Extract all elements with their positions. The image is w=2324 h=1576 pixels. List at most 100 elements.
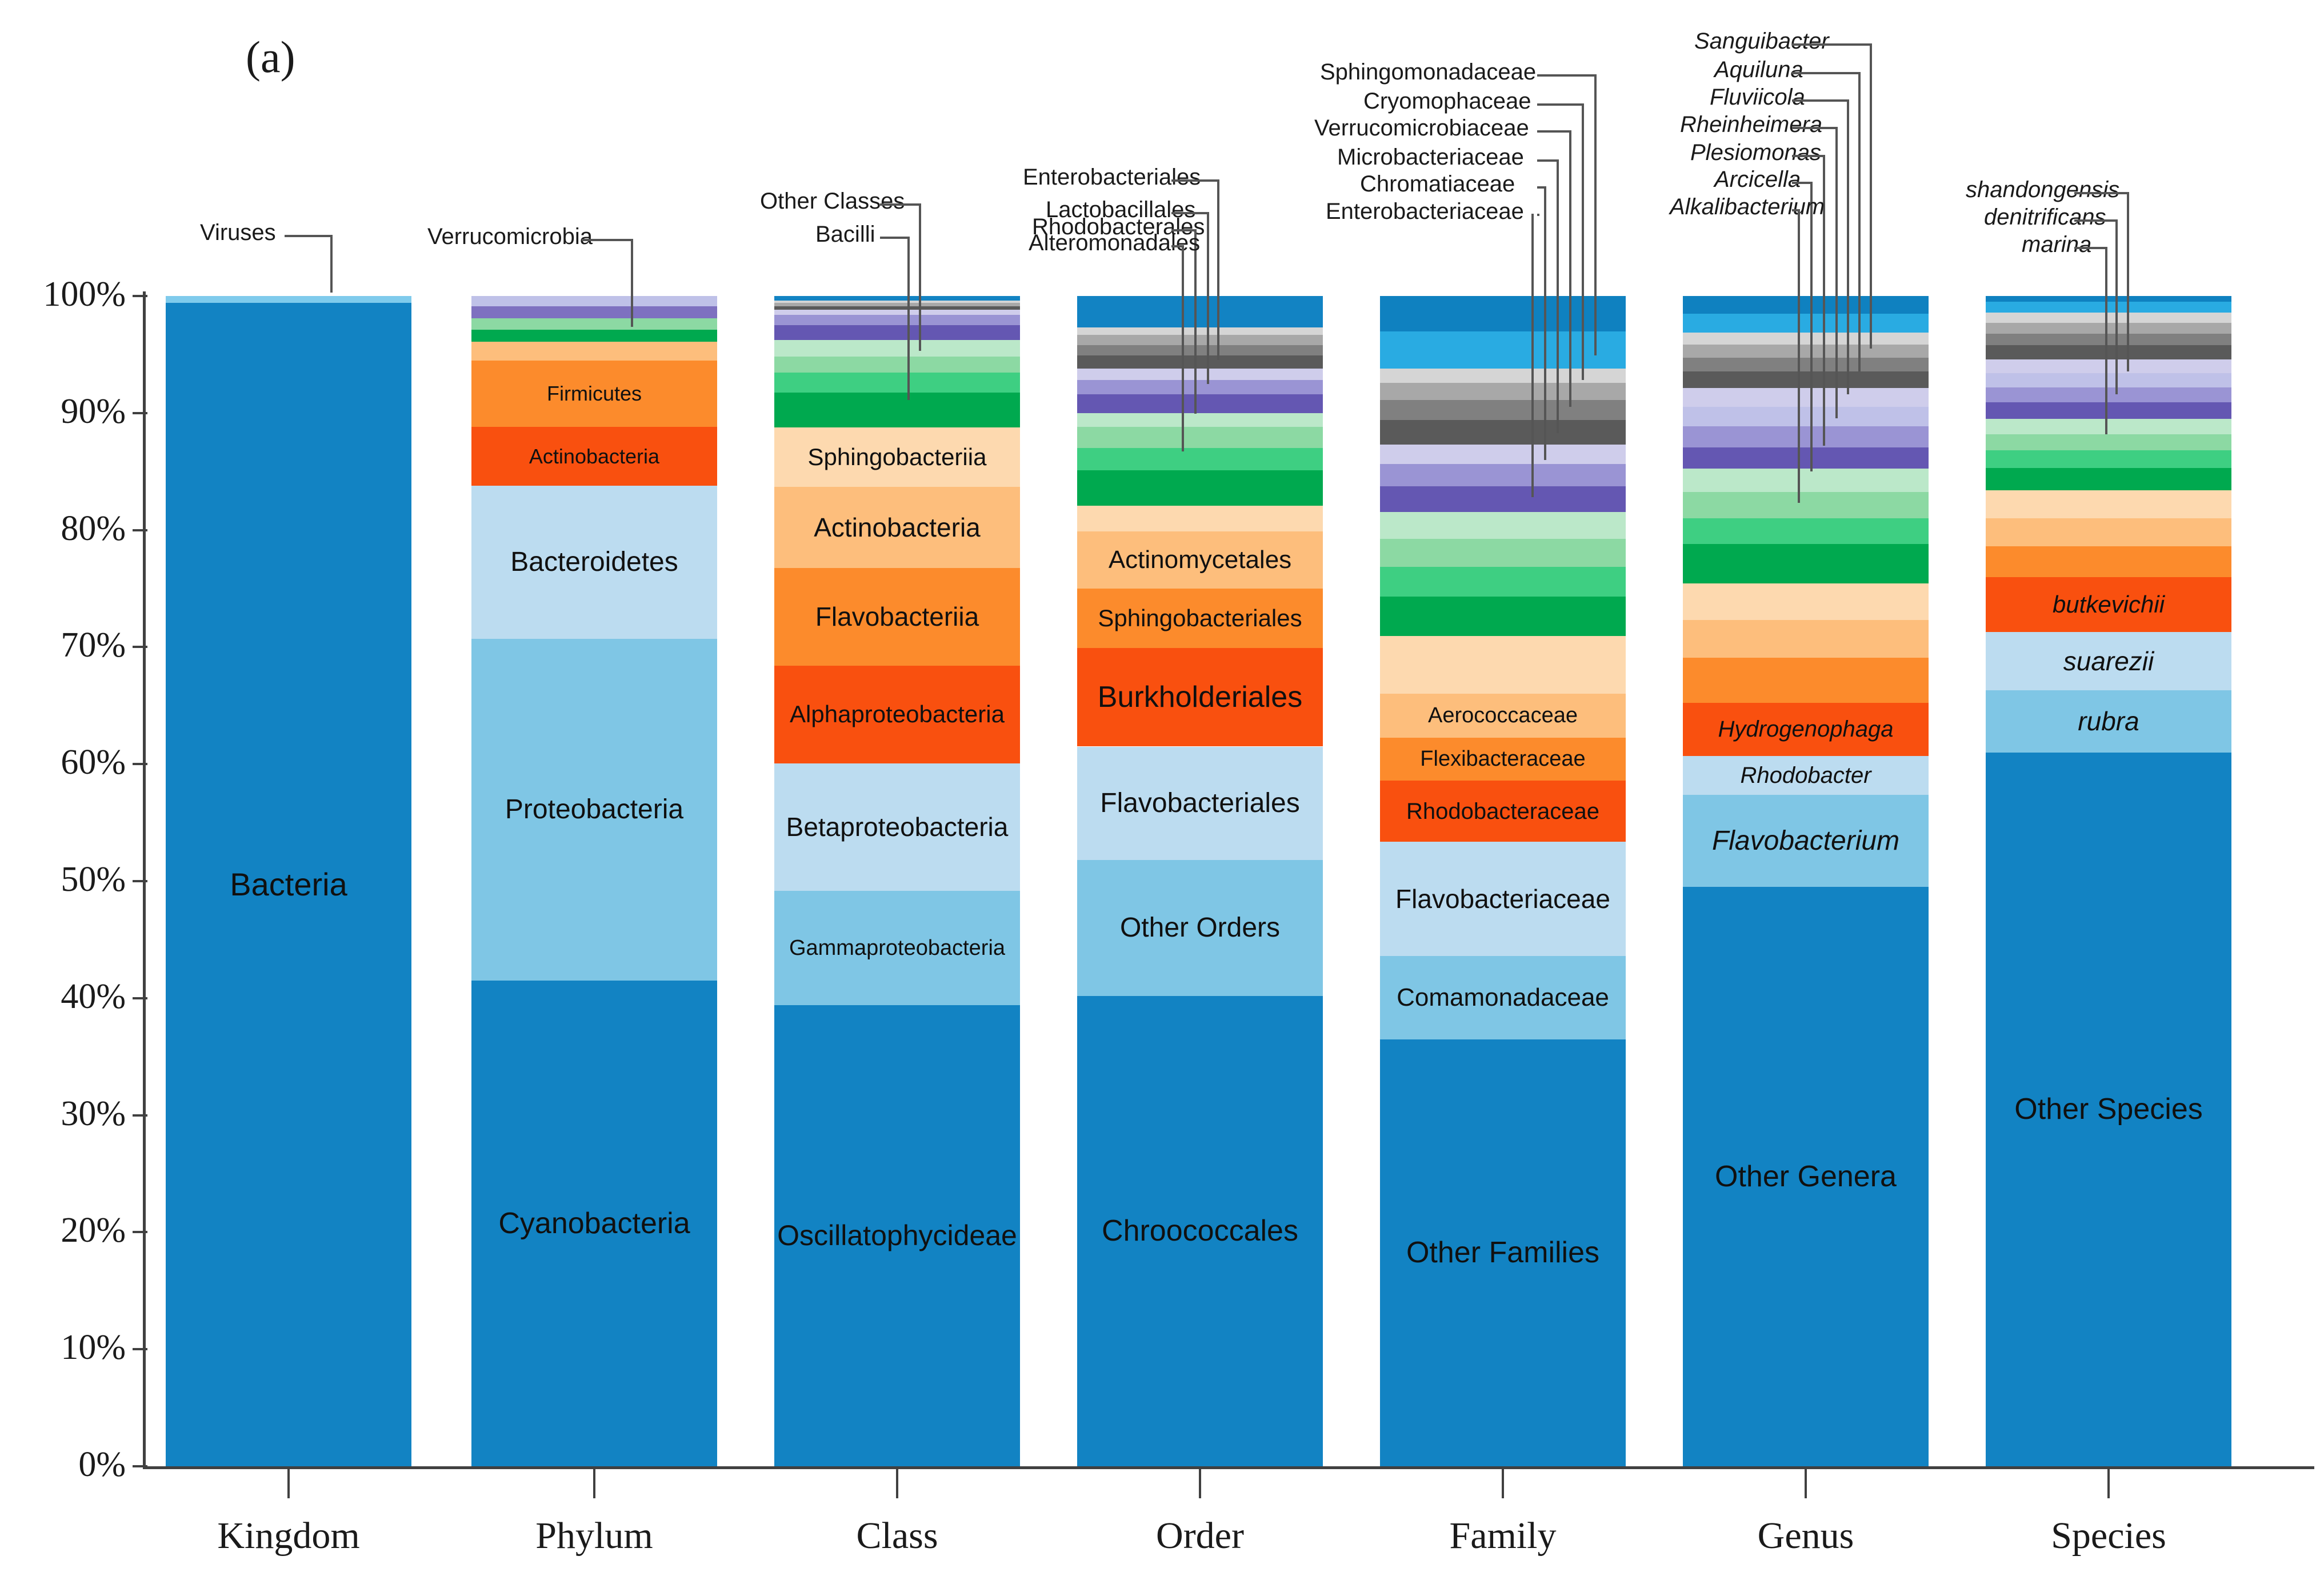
bar-segment[interactable] bbox=[471, 341, 717, 361]
bar-segment[interactable] bbox=[1077, 427, 1323, 449]
bar-segment[interactable]: Actinobacteria bbox=[471, 427, 717, 486]
bar-segment[interactable] bbox=[1077, 327, 1323, 335]
bar-segment[interactable] bbox=[1986, 323, 2231, 334]
bar-segment[interactable] bbox=[774, 301, 1020, 303]
bar-segment[interactable] bbox=[1986, 546, 2231, 577]
bar-segment[interactable] bbox=[1683, 583, 1929, 620]
bar-segment[interactable]: Gammaproteobacteria bbox=[774, 891, 1020, 1005]
bar-segment[interactable] bbox=[1380, 486, 1626, 512]
bar-segment[interactable] bbox=[1986, 296, 2231, 302]
bar-segment[interactable] bbox=[471, 330, 717, 342]
bar-segment[interactable] bbox=[774, 373, 1020, 393]
bar-segment[interactable]: Actinobacteria bbox=[774, 486, 1020, 568]
bar-segment[interactable]: Flexibacteraceae bbox=[1380, 737, 1626, 781]
bar-segment[interactable]: Firmicutes bbox=[471, 360, 717, 427]
bar-segment[interactable] bbox=[1986, 359, 2231, 374]
bar-segment[interactable] bbox=[1986, 419, 2231, 434]
bar-segment[interactable] bbox=[1380, 567, 1626, 597]
bar-segment[interactable] bbox=[1683, 344, 1929, 358]
bar-segment[interactable] bbox=[1986, 373, 2231, 387]
bar-segment[interactable] bbox=[774, 310, 1020, 315]
bar-segment[interactable] bbox=[1986, 402, 2231, 419]
bar-segment[interactable] bbox=[1380, 444, 1626, 465]
bar-segment[interactable] bbox=[774, 392, 1020, 427]
bar-segment[interactable] bbox=[1380, 539, 1626, 567]
bar-segment[interactable]: Flavobacteriales bbox=[1077, 746, 1323, 861]
bar-segment[interactable]: rubra bbox=[1986, 690, 2231, 753]
bar-segment[interactable] bbox=[166, 296, 411, 303]
bar-segment[interactable] bbox=[1683, 658, 1929, 703]
bar-segment[interactable] bbox=[1077, 313, 1323, 328]
bar-segment[interactable]: Sphingobacteriales bbox=[1077, 589, 1323, 649]
bar-segment[interactable] bbox=[774, 306, 1020, 310]
bar-segment[interactable] bbox=[471, 296, 717, 307]
bar-segment[interactable] bbox=[1683, 371, 1929, 389]
bar-segment[interactable] bbox=[1380, 368, 1626, 383]
bar-segment[interactable] bbox=[1077, 470, 1323, 506]
bar-segment[interactable] bbox=[1380, 511, 1626, 539]
bar-segment[interactable] bbox=[774, 356, 1020, 373]
bar-segment[interactable]: Other Genera bbox=[1683, 887, 1929, 1466]
bar-segment[interactable] bbox=[1683, 388, 1929, 407]
bar-segment[interactable]: Hydrogenophaga bbox=[1683, 702, 1929, 756]
bar-segment[interactable] bbox=[1380, 635, 1626, 694]
bar-segment[interactable] bbox=[1077, 345, 1323, 356]
bar-segment[interactable]: Sphingobacteriia bbox=[774, 427, 1020, 487]
bar-segment[interactable] bbox=[1683, 333, 1929, 345]
bar-segment[interactable]: Actinomycetales bbox=[1077, 531, 1323, 589]
bar-segment[interactable] bbox=[1077, 394, 1323, 413]
bar-segment[interactable]: suarezii bbox=[1986, 631, 2231, 691]
bar-segment[interactable]: Betaproteobacteria bbox=[774, 763, 1020, 891]
bar-segment[interactable]: Alphaproteobacteria bbox=[774, 665, 1020, 763]
bar-segment[interactable] bbox=[1077, 296, 1323, 314]
bar-segment[interactable] bbox=[1683, 407, 1929, 426]
bar-segment[interactable] bbox=[1077, 448, 1323, 471]
bar-segment[interactable]: Proteobacteria bbox=[471, 639, 717, 981]
bar-segment[interactable]: Burkholderiales bbox=[1077, 648, 1323, 747]
bar-segment[interactable]: Rhodobacteraceae bbox=[1380, 780, 1626, 842]
bar-segment[interactable]: Cyanobacteria bbox=[471, 981, 717, 1466]
bar-segment[interactable]: Chroococcales bbox=[1077, 995, 1323, 1466]
bar-segment[interactable] bbox=[1986, 345, 2231, 359]
bar-segment[interactable] bbox=[1683, 518, 1929, 545]
bar-segment[interactable]: butkevichii bbox=[1986, 577, 2231, 632]
bar-segment[interactable] bbox=[1986, 387, 2231, 403]
bar-segment[interactable]: Comamonadaceae bbox=[1380, 955, 1626, 1039]
bar-segment[interactable] bbox=[1380, 464, 1626, 486]
bar-segment[interactable] bbox=[1683, 447, 1929, 469]
bar-segment[interactable]: Other Families bbox=[1380, 1039, 1626, 1466]
bar-segment[interactable]: Aerococcaceae bbox=[1380, 693, 1626, 738]
bar-segment[interactable] bbox=[1077, 505, 1323, 531]
bar-segment[interactable] bbox=[1986, 490, 2231, 519]
bar-segment[interactable] bbox=[1683, 426, 1929, 447]
bar-kingdom[interactable]: Bacteria bbox=[166, 296, 411, 1466]
bar-segment[interactable] bbox=[1986, 302, 2231, 313]
bar-segment[interactable] bbox=[1380, 331, 1626, 369]
bar-segment[interactable] bbox=[1380, 296, 1626, 332]
bar-segment[interactable] bbox=[1077, 355, 1323, 369]
bar-segment[interactable]: Flavobacteriaceae bbox=[1380, 842, 1626, 956]
bar-segment[interactable] bbox=[774, 314, 1020, 325]
bar-segment[interactable] bbox=[1380, 419, 1626, 445]
bar-segment[interactable] bbox=[471, 318, 717, 330]
bar-segment[interactable] bbox=[774, 325, 1020, 341]
bar-segment[interactable]: Flavobacteriia bbox=[774, 567, 1020, 666]
bar-segment[interactable]: Bacteroidetes bbox=[471, 485, 717, 639]
bar-segment[interactable] bbox=[1683, 544, 1929, 583]
bar-segment[interactable] bbox=[1986, 434, 2231, 451]
bar-segment[interactable] bbox=[1077, 334, 1323, 346]
bar-segment[interactable]: Flavobacterium bbox=[1683, 795, 1929, 887]
bar-segment[interactable] bbox=[1077, 413, 1323, 427]
bar-segment[interactable] bbox=[1683, 619, 1929, 658]
bar-segment[interactable] bbox=[1380, 596, 1626, 636]
bar-segment[interactable] bbox=[1077, 380, 1323, 395]
bar-segment[interactable] bbox=[1380, 383, 1626, 401]
bar-segment[interactable]: Other Orders bbox=[1077, 860, 1323, 996]
bar-segment[interactable]: Bacteria bbox=[166, 303, 411, 1466]
bar-segment[interactable] bbox=[774, 303, 1020, 307]
